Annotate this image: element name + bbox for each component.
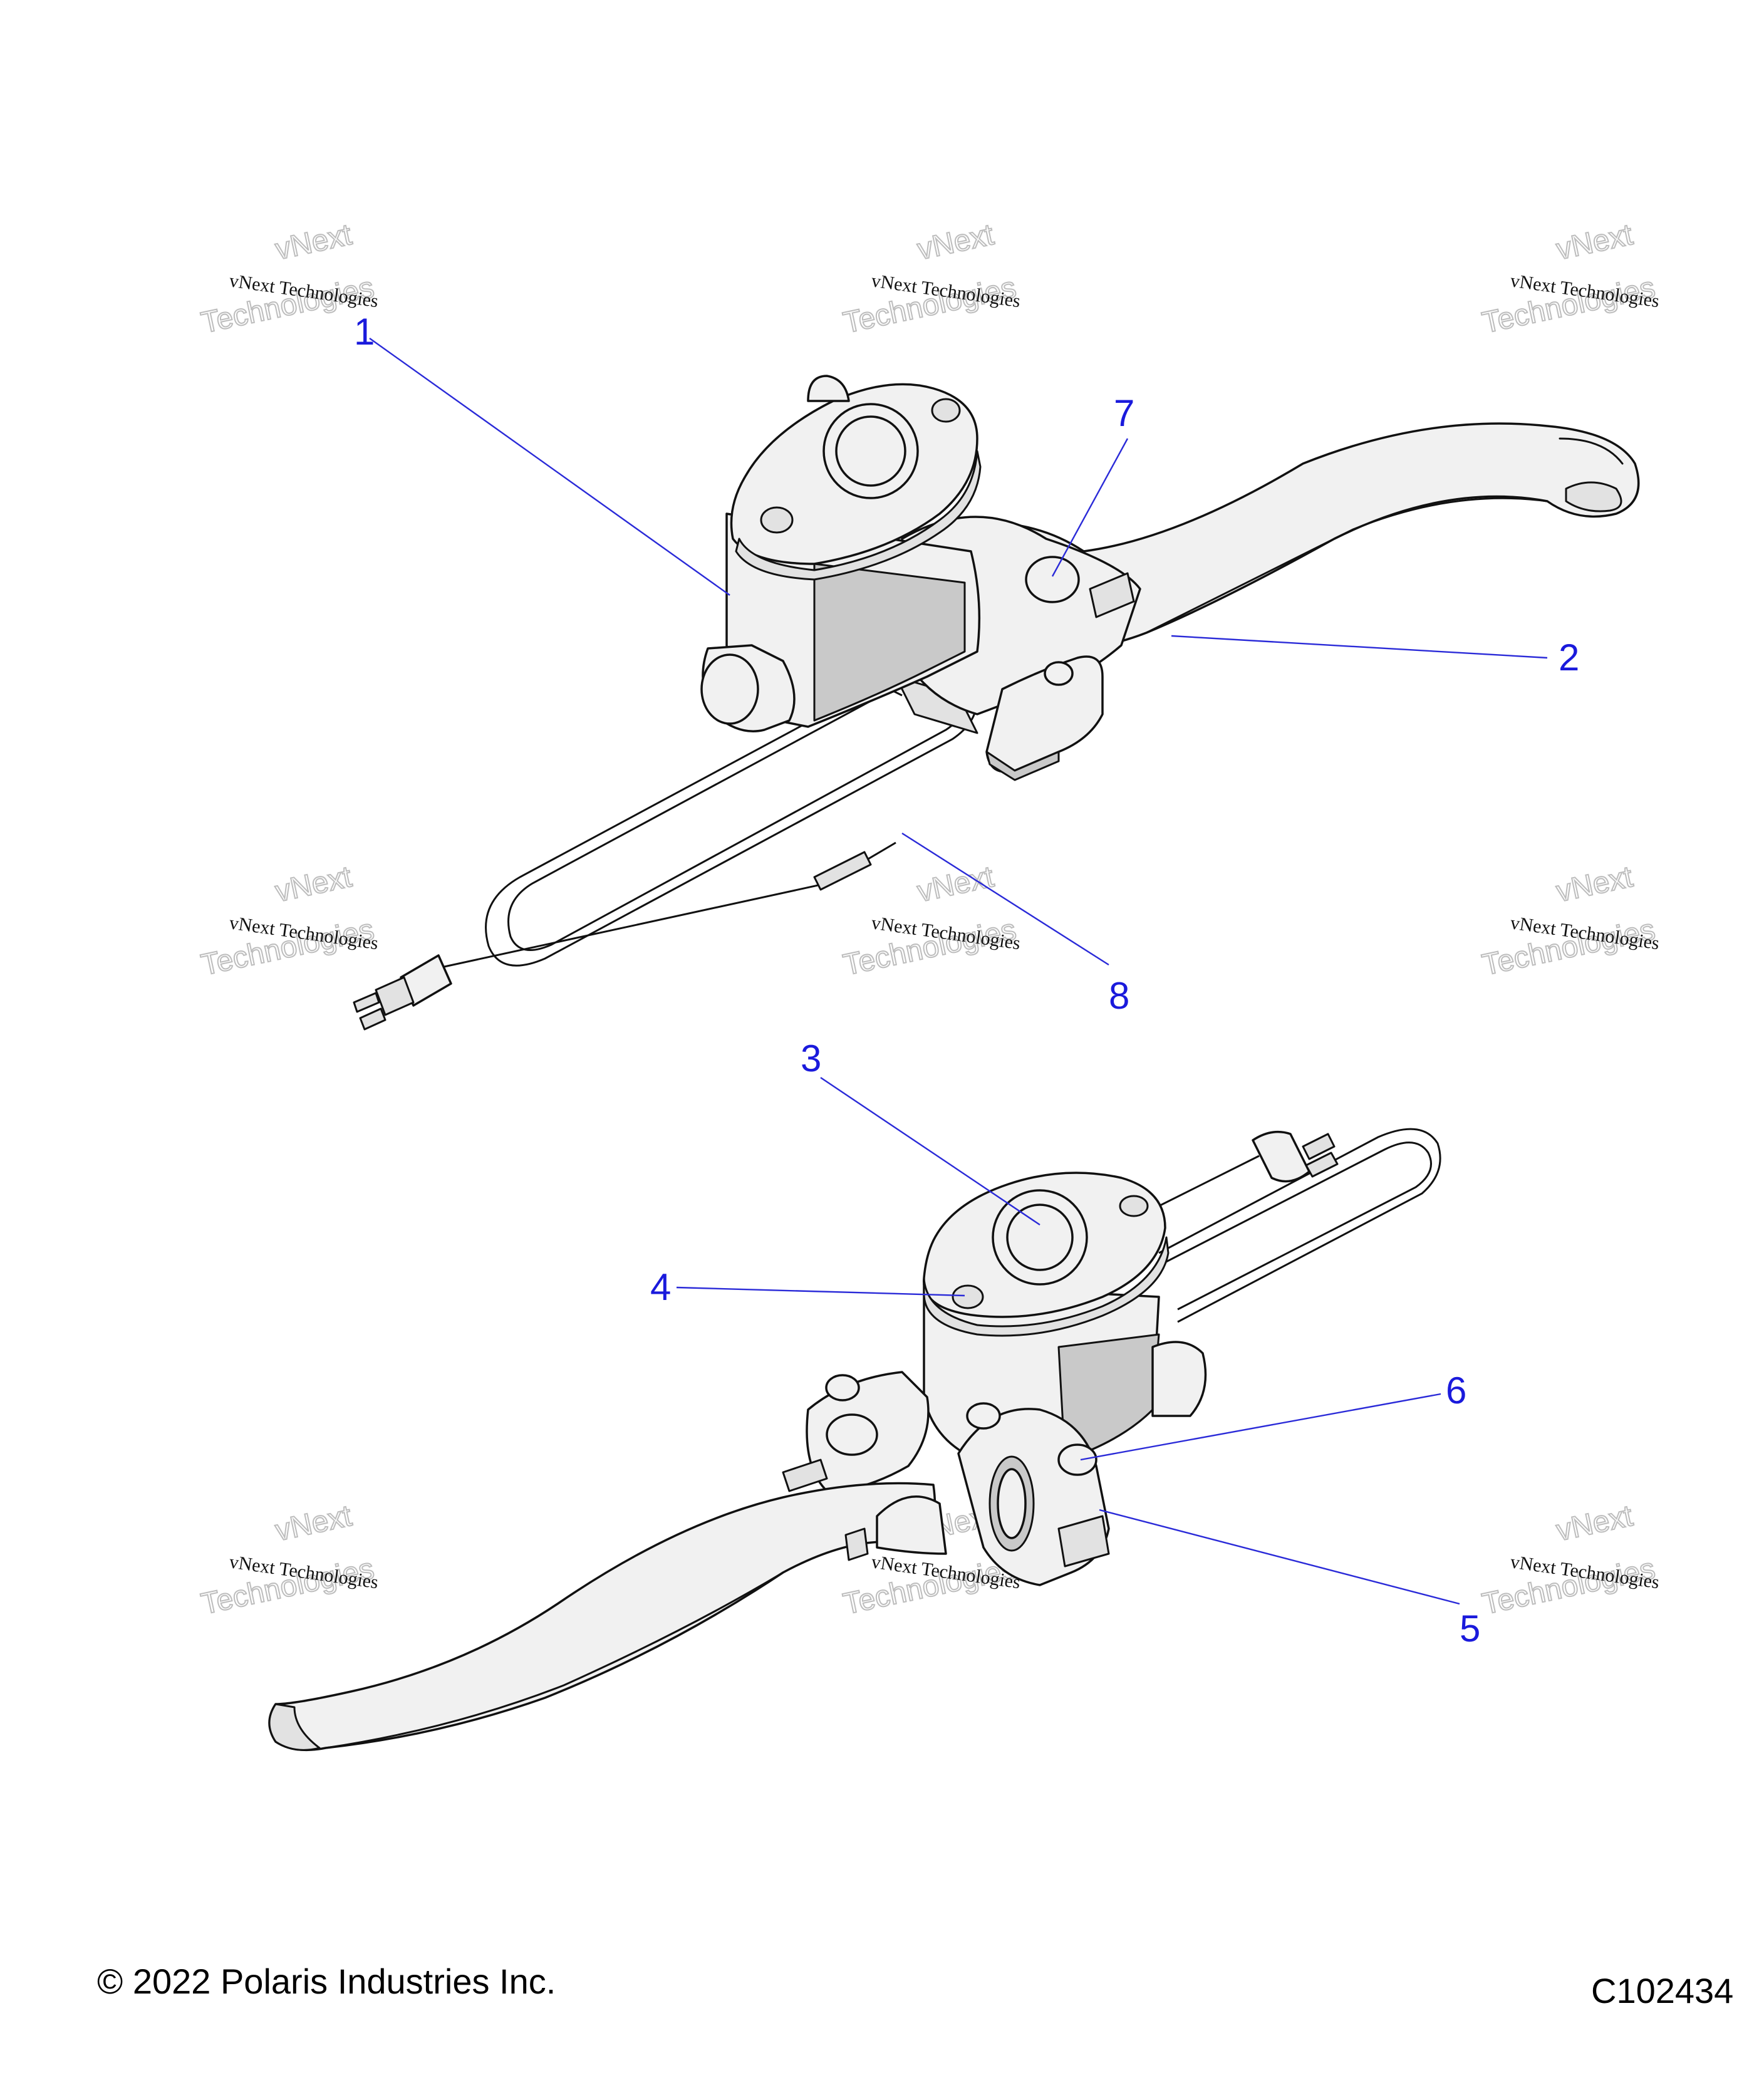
callout-7[interactable]: 7 — [1114, 392, 1134, 434]
clamp-bolt-lower — [1057, 1443, 1097, 1476]
callout-4[interactable]: 4 — [650, 1266, 671, 1308]
pivot-bolt-cap-upper — [1025, 556, 1080, 603]
cap-screw-lower — [952, 1284, 984, 1309]
watermark: vNext Technologies vNext Technologies — [1479, 217, 1661, 340]
callout-1[interactable]: 1 — [354, 311, 375, 353]
callout-3[interactable]: 3 — [801, 1037, 821, 1079]
watermark: vNext Technologies vNext Technologies — [1479, 860, 1661, 982]
svg-text:vNext: vNext — [272, 860, 355, 908]
watermark: vNext Technologies vNext Technologies — [198, 1499, 380, 1621]
watermark: vNext Technologies vNext Technologies — [198, 860, 380, 982]
watermark: vNext Technologies vNext Technologies — [840, 217, 1022, 340]
watermark: vNext Technologies vNext Technologies — [840, 860, 1022, 982]
callout-5[interactable]: 5 — [1460, 1608, 1480, 1650]
upper-brake-lever-assembly — [353, 375, 1640, 1031]
svg-text:vNext: vNext — [272, 218, 355, 266]
callout-leaders — [369, 338, 1548, 1605]
callout-numbers: 1 2 3 4 5 6 7 8 — [354, 311, 1579, 1650]
watermark: vNext Technologies vNext Technologies — [198, 217, 380, 340]
svg-text:vNext: vNext — [1554, 860, 1636, 908]
clamp-bolt-upper — [1044, 661, 1074, 686]
callout-6[interactable]: 6 — [1446, 1370, 1466, 1412]
copyright-notice: © 2022 Polaris Industries Inc. — [97, 1962, 556, 2001]
svg-text:vNext: vNext — [915, 218, 997, 266]
watermark: vNext Technologies vNext Technologies — [1479, 1499, 1661, 1621]
lever-blade-lower — [268, 1482, 936, 1752]
svg-text:vNext: vNext — [1554, 218, 1636, 266]
figure-id: C102434 — [1591, 1971, 1734, 2010]
brake-switch-wire-lower — [1139, 1128, 1441, 1323]
svg-text:vNext: vNext — [1554, 1499, 1636, 1547]
callout-8[interactable]: 8 — [1109, 975, 1129, 1017]
lower-brake-lever-assembly — [268, 1128, 1441, 1752]
callout-2[interactable]: 2 — [1559, 637, 1579, 679]
svg-text:vNext: vNext — [272, 1499, 355, 1547]
